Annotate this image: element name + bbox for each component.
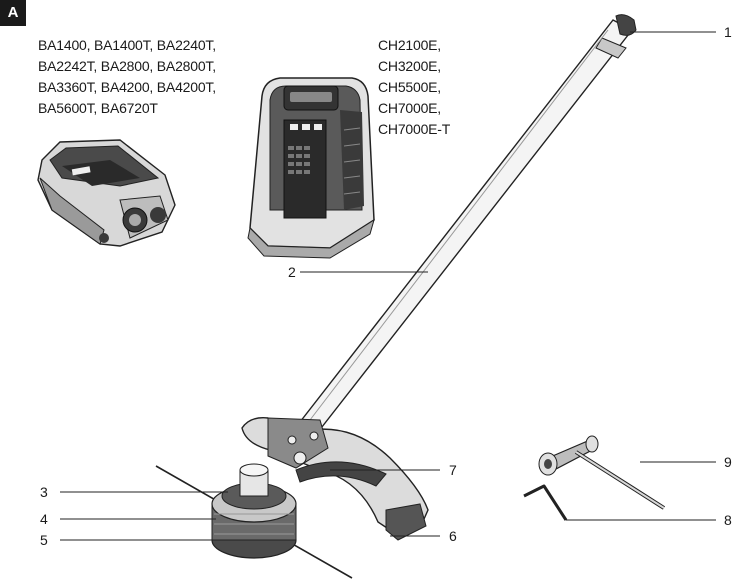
- callout-label-2: 2: [288, 264, 296, 280]
- callout-label-1: 1: [724, 24, 732, 40]
- charger-model-line: CH7000E,: [378, 100, 441, 116]
- battery-model-line: BA1400, BA1400T, BA2240T,: [38, 37, 216, 53]
- callout-label-6: 6: [449, 528, 457, 544]
- battery-model-list: BA1400, BA1400T, BA2240T, BA2242T, BA280…: [38, 35, 216, 119]
- section-tag: A: [0, 0, 26, 26]
- callout-label-4: 4: [40, 511, 48, 527]
- battery-model-line: BA3360T, BA4200, BA4200T,: [38, 79, 216, 95]
- callout-label-9: 9: [724, 454, 732, 470]
- hex-key-illustration: [523, 484, 568, 521]
- charger-model-line: CH7000E-T: [378, 121, 451, 137]
- trimmer-head-illustration: [155, 417, 429, 579]
- leader-lines: [60, 31, 716, 541]
- charger-illustration: [247, 77, 375, 259]
- trimmer-shaft-illustration: [298, 14, 637, 433]
- callout-label-7: 7: [449, 462, 457, 478]
- battery-model-line: BA2242T, BA2800, BA2800T,: [38, 58, 216, 74]
- callout-label-5: 5: [40, 532, 48, 548]
- callout-label-8: 8: [724, 512, 732, 528]
- charger-model-line: CH3200E,: [378, 58, 441, 74]
- charger-model-list: CH2100E, CH3200E, CH5500E, CH7000E, CH70…: [378, 35, 450, 140]
- charger-model-line: CH2100E,: [378, 37, 441, 53]
- battery-pack-illustration: [37, 139, 176, 247]
- charger-model-line: CH5500E,: [378, 79, 441, 95]
- callout-label-3: 3: [40, 484, 48, 500]
- battery-model-line: BA5600T, BA6720T: [38, 100, 158, 116]
- box-spanner-illustration: [538, 435, 666, 510]
